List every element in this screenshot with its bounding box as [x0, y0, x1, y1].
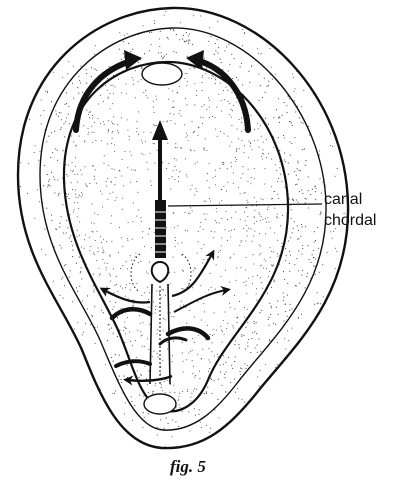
migration-arrow-left-up — [104, 290, 150, 303]
anterior-oval — [142, 63, 182, 85]
central-arrowhead — [152, 120, 168, 140]
primitive-node — [152, 262, 169, 282]
label-canal: canal — [324, 191, 362, 208]
stipple-inner — [64, 65, 288, 411]
migration-band-low-left — [116, 361, 150, 366]
middle-contour — [40, 28, 326, 430]
migration-arrow-right-up — [172, 254, 212, 296]
inner-area — [64, 62, 288, 411]
figure-caption: fig. 5 — [170, 457, 206, 476]
migration-band-left — [112, 309, 150, 318]
chordal-canal — [155, 200, 166, 258]
label-chordal: chordal — [324, 212, 376, 229]
posterior-oval — [144, 394, 176, 414]
pointer-line — [168, 204, 322, 206]
